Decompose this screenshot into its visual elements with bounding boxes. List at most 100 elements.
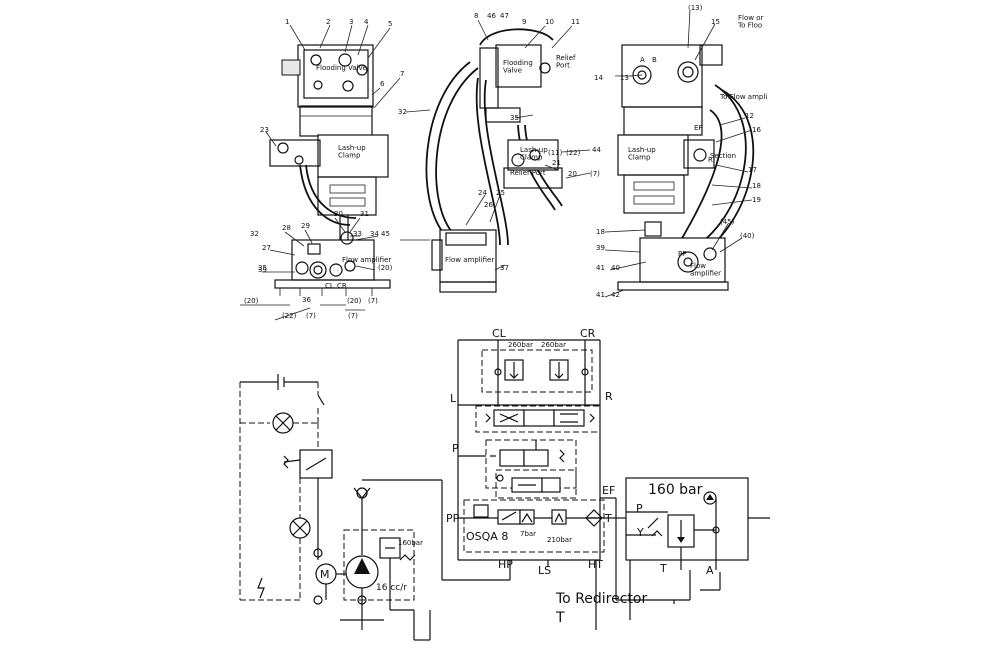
callout: 1 bbox=[285, 18, 289, 26]
callout: 23 bbox=[260, 126, 269, 134]
pump-relief-pressure: 160bar bbox=[398, 539, 423, 547]
callout: R bbox=[708, 156, 713, 164]
callout: 25 bbox=[496, 189, 505, 197]
callout: 24 bbox=[478, 189, 487, 197]
callout: (7) bbox=[348, 312, 358, 320]
callout: 21 bbox=[552, 159, 561, 167]
callout: EF bbox=[694, 124, 702, 132]
callout: 36 bbox=[302, 296, 311, 304]
callout: 11 bbox=[571, 18, 580, 26]
callout: 42 bbox=[611, 291, 620, 299]
callout: CL bbox=[325, 282, 334, 290]
callout: 35 bbox=[258, 264, 267, 272]
callout: 13 bbox=[620, 74, 629, 82]
callout: 45 bbox=[381, 230, 390, 238]
callout: 32 bbox=[250, 230, 259, 238]
port-ef: EF bbox=[602, 484, 615, 497]
callout: 33 bbox=[353, 230, 362, 238]
callout: 26 bbox=[484, 201, 493, 209]
middle-flow-amplifier-label: Flow amplifier bbox=[445, 256, 494, 264]
callout: 46 bbox=[487, 12, 496, 20]
callout: 39 bbox=[596, 244, 605, 252]
callout: (7) bbox=[590, 170, 600, 178]
callout: B bbox=[652, 56, 657, 64]
callout: 37 bbox=[500, 264, 509, 272]
middle-flooding-valve bbox=[495, 44, 542, 88]
callout: 35 bbox=[510, 114, 519, 122]
callout: (20) bbox=[378, 264, 393, 272]
main-schematic: CL CR 260bar 260bar L R bbox=[442, 327, 691, 630]
right-valve-block bbox=[621, 44, 703, 108]
right-to-flow-amp: To Flow ampli bbox=[719, 93, 767, 101]
callout: 12 bbox=[745, 112, 754, 120]
model-label: OSQA 8 bbox=[466, 530, 508, 543]
callout: (7) bbox=[306, 312, 316, 320]
callout: (11) bbox=[548, 149, 563, 157]
relief-port-t: T bbox=[659, 562, 667, 575]
to-redirector: To Redirector bbox=[555, 591, 647, 607]
callout: 27 bbox=[262, 244, 271, 252]
callout: (22) bbox=[566, 149, 581, 157]
callout: 41 bbox=[596, 291, 605, 299]
callout: PP bbox=[678, 250, 686, 258]
electrical-circuit: M 16 cc/r 160bar bbox=[239, 374, 443, 641]
callout: 15 bbox=[711, 18, 720, 26]
callout: 19 bbox=[752, 196, 761, 204]
callout: (13) bbox=[688, 4, 703, 12]
callout: 7 bbox=[400, 70, 404, 78]
callout: 10 bbox=[545, 18, 554, 26]
press-7bar: 7bar bbox=[520, 530, 536, 538]
relief-box-pressure: 160 bar bbox=[648, 482, 703, 498]
callout: 8 bbox=[474, 12, 478, 20]
port-pp: PP bbox=[446, 512, 460, 525]
callout: (45) bbox=[720, 218, 735, 226]
left-flooding-valve-block bbox=[297, 44, 374, 108]
callout: 47 bbox=[500, 12, 509, 20]
callout: (22) bbox=[282, 312, 297, 320]
port-r: R bbox=[605, 390, 613, 403]
callout: 39 bbox=[258, 266, 267, 274]
callout: 41 bbox=[596, 264, 605, 272]
callout: 6 bbox=[380, 80, 385, 88]
callout: 2 bbox=[326, 18, 330, 26]
callout: 34 bbox=[370, 230, 379, 238]
callout: 31 bbox=[360, 210, 369, 218]
callout: 9 bbox=[522, 18, 526, 26]
port-cr: CR bbox=[580, 327, 596, 340]
callout: 18 bbox=[596, 228, 605, 236]
right-section-label: Section bbox=[710, 152, 736, 160]
callout: (40) bbox=[740, 232, 755, 240]
motor-label: M bbox=[320, 568, 330, 581]
relief-block bbox=[481, 349, 593, 393]
relief-port-a: A bbox=[706, 564, 714, 577]
right-lashup-clamp bbox=[617, 134, 689, 176]
callout: 3 bbox=[349, 18, 353, 26]
relief-valve-box: 160 bar P Y T A bbox=[616, 477, 770, 620]
callout: 16 bbox=[752, 126, 761, 134]
callout: 18 bbox=[752, 182, 761, 190]
middle-relief-port: Relief Port bbox=[510, 169, 546, 177]
callout: 28 bbox=[282, 224, 291, 232]
callout: 17 bbox=[748, 166, 757, 174]
callout: CR bbox=[337, 282, 347, 290]
relief-port-p: P bbox=[636, 502, 643, 515]
port-ls: LS bbox=[538, 564, 551, 577]
relief-port-y: Y bbox=[636, 526, 644, 539]
callout: 5 bbox=[388, 20, 392, 28]
callout: 32 bbox=[398, 108, 407, 116]
port-l: L bbox=[450, 392, 457, 405]
left-flow-amplifier-label: Flow amplifier bbox=[342, 256, 391, 264]
callout: 14 bbox=[594, 74, 603, 82]
callout: 20 bbox=[568, 170, 577, 178]
callout: (20) bbox=[244, 297, 259, 305]
press-left: 260bar bbox=[508, 341, 533, 349]
